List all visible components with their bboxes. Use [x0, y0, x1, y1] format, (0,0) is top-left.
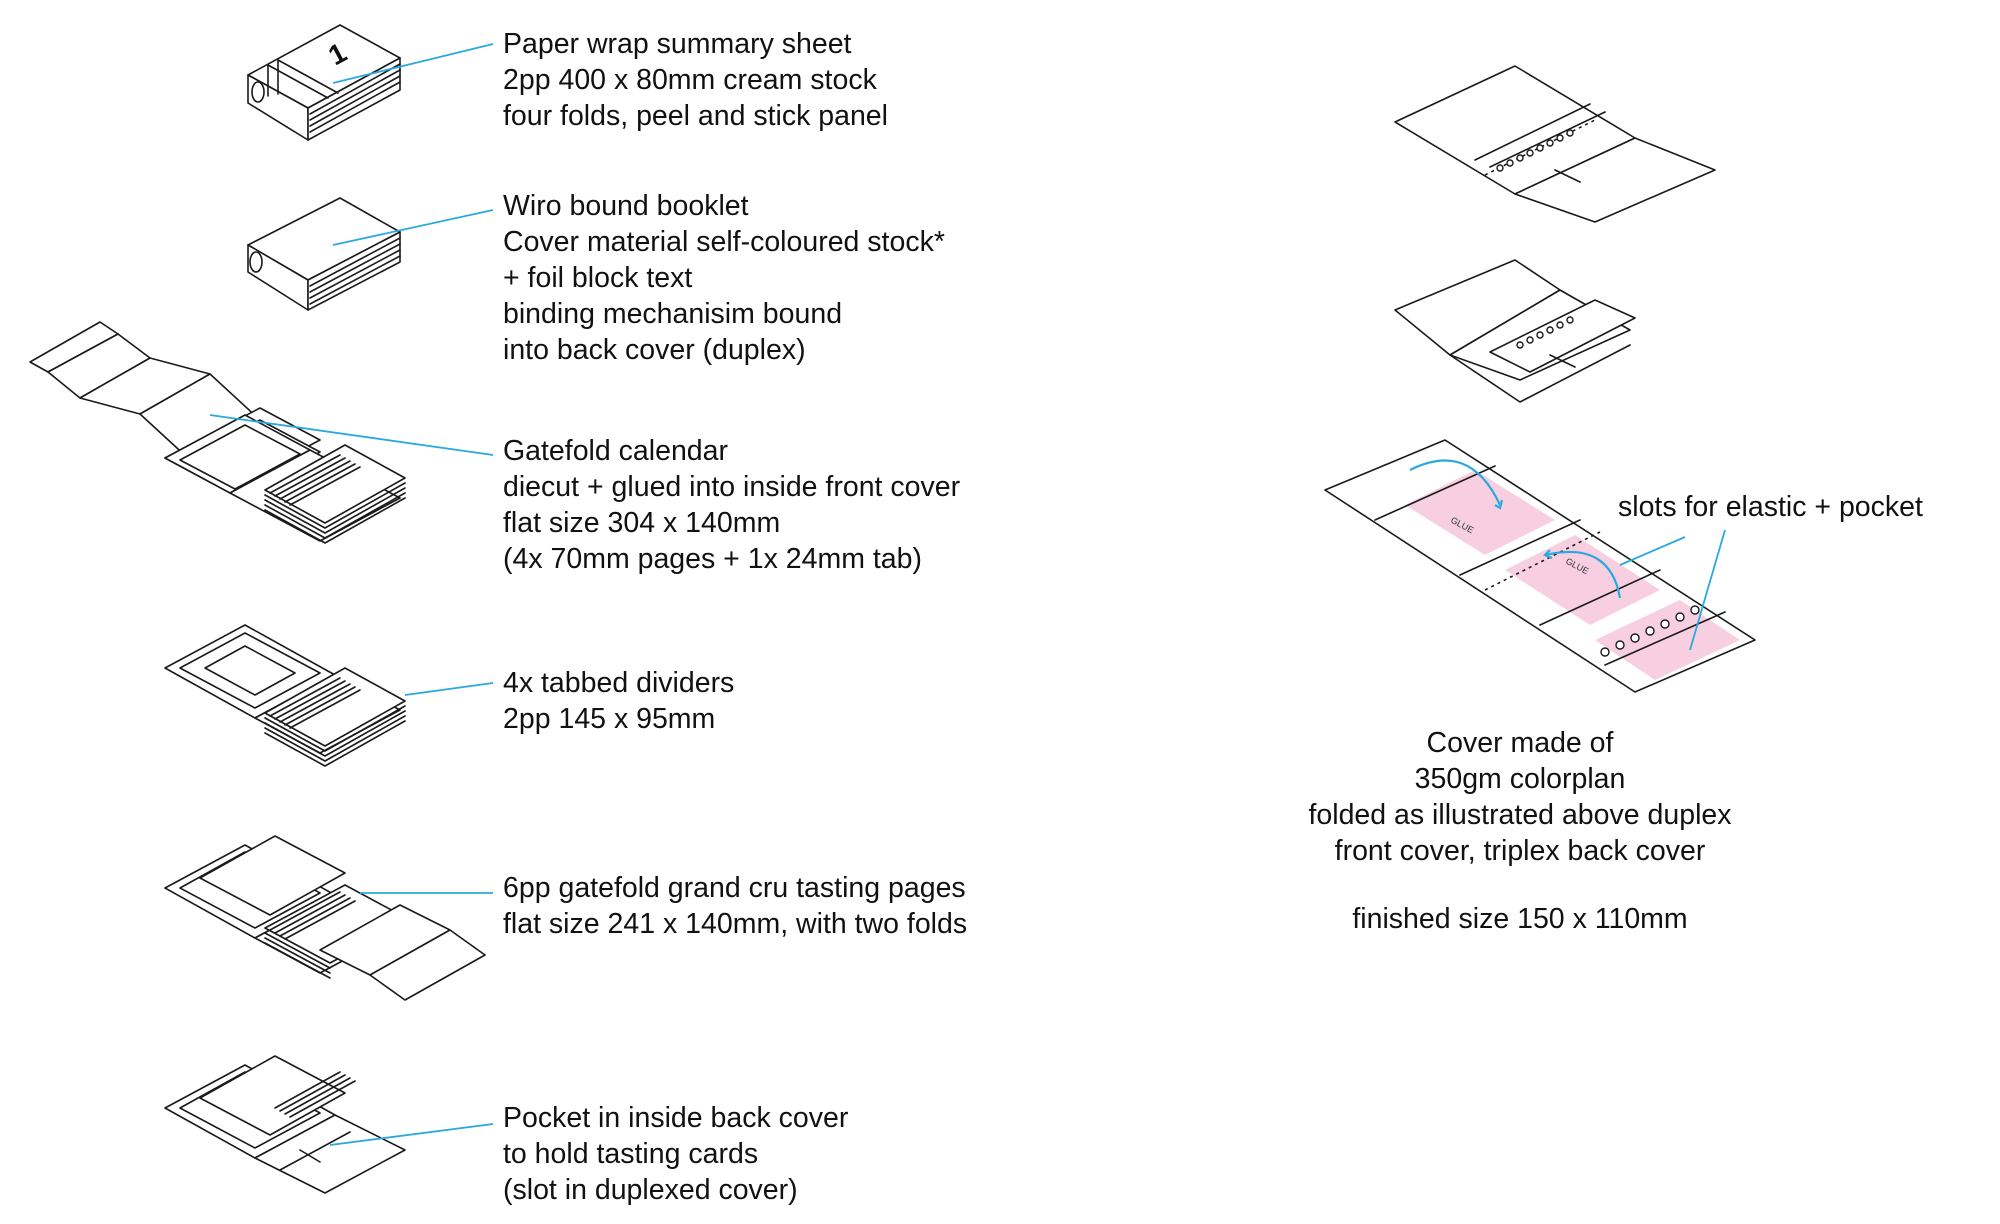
- label-slots: slots for elastic + pocket: [1618, 491, 1923, 523]
- label-tabbed-dividers: 4x tabbed dividers 2pp 145 x 95mm: [503, 667, 735, 735]
- gatefold-calendar-illustration: [29, 321, 406, 544]
- finished-size: finished size 150 x 110mm: [1352, 903, 1688, 935]
- leader-lines: [209, 43, 1726, 1146]
- tasting-pages-illustration: [164, 835, 486, 1001]
- label-gatefold-calendar: Gatefold calendar diecut + glued into in…: [503, 435, 961, 575]
- label-wiro-booklet: Wiro bound booklet Cover material self-c…: [503, 190, 945, 366]
- tabbed-dividers-illustration: [164, 624, 406, 767]
- cover-fold-step-3: GLUE GLUE: [1324, 439, 1756, 693]
- paper-wrap-illustration: 1: [247, 24, 401, 141]
- label-tasting-pages: 6pp gatefold grand cru tasting pages fla…: [503, 872, 968, 940]
- wiro-booklet-illustration: [247, 197, 401, 311]
- cover-fold-step-1: [1394, 65, 1716, 223]
- cover-fold-step-2: [1394, 259, 1636, 403]
- pocket-illustration: [164, 1055, 406, 1194]
- label-paper-wrap: Paper wrap summary sheet 2pp 400 x 80mm …: [503, 28, 888, 132]
- label-pocket: Pocket in inside back cover to hold tast…: [503, 1102, 849, 1206]
- cover-note: Cover made of 350gm colorplan folded as …: [1230, 725, 1810, 937]
